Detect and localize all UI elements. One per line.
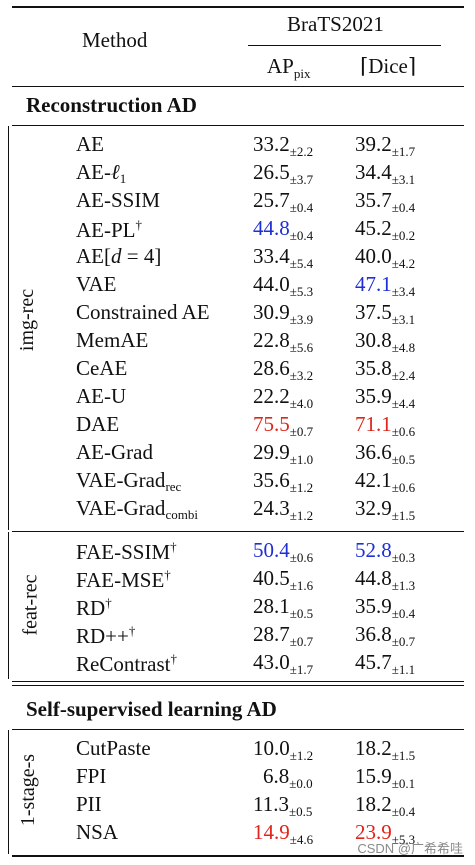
method-name: FPI [76,764,107,788]
method-name: VAE-Gradcombi [76,496,198,522]
ap-pix-value: 28.6±3.2 [253,356,314,383]
header-bottom-rule [12,86,464,87]
method-name: AE-PL† [76,217,142,242]
header-dataset-rule [248,45,441,46]
method-name: AE-Grad [76,440,153,464]
section-rule-reconstruction [12,125,464,126]
dice-value: 35.9±4.4 [355,384,416,411]
method-name: AE-U [76,384,127,408]
group-rule-feat-rec [12,531,464,532]
method-name: AE [76,132,104,156]
ap-pix-value: 44.8±0.4 [253,216,314,243]
ap-pix-value: 29.9±1.0 [253,440,314,467]
ap-pix-value: 43.0±1.7 [253,650,314,677]
ap-pix-value: 14.9±4.6 [253,820,314,847]
dice-value: 35.9±0.4 [355,594,416,621]
dice-value: 45.7±1.1 [355,650,416,677]
group-separator-feat-rec [8,532,9,679]
method-name: CeAE [76,356,128,380]
dice-value: 35.7±0.4 [355,188,416,215]
dice-value: 18.2±1.5 [355,736,416,763]
ap-pix-value: 22.8±5.6 [253,328,314,355]
method-name: FAE-MSE† [76,567,171,592]
dice-value: 35.8±2.4 [355,356,416,383]
header-method: Method [82,28,148,52]
method-name: PII [76,792,102,816]
dice-value: 30.8±4.8 [355,328,416,355]
dice-value: 71.1±0.6 [355,412,416,439]
dice-value: 45.2±0.2 [355,216,416,243]
ap-pix-value: 24.3±1.2 [253,496,314,523]
ap-pix-value: 75.5±0.7 [253,412,314,439]
section-rule-double-b [12,685,464,686]
dice-value: 32.9±1.5 [355,496,416,523]
method-name: DAE [76,412,120,436]
section-title-reconstruction: Reconstruction AD [26,93,197,117]
method-name: AE[d = 4] [76,244,162,268]
method-name: ReContrast† [76,651,177,676]
dice-value: 39.2±1.7 [355,132,416,159]
method-name: AE-SSIM [76,188,161,212]
method-name: MemAE [76,328,149,352]
method-name: RD† [76,595,112,620]
dice-value: 37.5±3.1 [355,300,416,327]
ap-pix-value: 33.4±5.4 [253,244,314,271]
watermark: CSDN @广希希哇 [357,841,463,856]
ap-pix-value: 26.5±3.7 [253,160,314,187]
ap-pix-value: 22.2±4.0 [253,384,314,411]
method-name: NSA [76,820,119,844]
section-rule-self-supervised [12,729,464,730]
bottom-rule [12,855,464,857]
dice-value: 36.6±0.5 [355,440,416,467]
group-label-img-rec: img-rec [16,288,39,352]
ap-pix-value: 28.7±0.7 [253,622,314,649]
ap-pix-value: 11.3±0.5 [253,792,313,819]
ap-pix-value: 30.9±3.9 [253,300,314,327]
header-dataset: BraTS2021 [287,12,384,36]
method-name: CutPaste [76,736,151,760]
ap-pix-value: 40.5±1.6 [253,566,314,593]
top-rule [12,6,464,8]
dice-value: 42.1±0.6 [355,468,416,495]
group-label-feat-rec: feat-rec [19,574,42,636]
dice-value: 52.8±0.3 [355,538,416,565]
ap-pix-value: 50.4±0.6 [253,538,314,565]
dice-value: 15.9±0.1 [355,764,416,791]
dice-value: 47.1±3.4 [355,272,416,299]
ap-pix-value: 10.0±1.2 [253,736,314,763]
dice-value: 36.8±0.7 [355,622,416,649]
ap-pix-value: 6.8±0.0 [263,764,313,791]
ap-pix-value: 33.2±2.2 [253,132,314,159]
method-name: AE-ℓ1 [76,160,127,186]
section-title-self-supervised: Self-supervised learning AD [26,697,277,721]
header-dice: ⌈Dice⌉ [360,54,417,78]
method-name: RD++† [76,623,136,648]
ap-pix-value: 44.0±5.3 [253,272,314,299]
method-name: VAE-Gradrec [76,468,182,494]
dice-value: 34.4±3.1 [355,160,416,187]
group-separator-img-rec [8,126,9,530]
ap-pix-value: 28.1±0.5 [253,594,314,621]
header-ap: APpix [267,54,311,81]
ap-pix-value: 35.6±1.2 [253,468,314,495]
ap-pix-value: 25.7±0.4 [253,188,314,215]
method-name: VAE [76,272,117,296]
section-rule-double-a [12,681,464,682]
method-name: FAE-SSIM† [76,539,177,564]
group-label-1-stage-s: 1-stage-s [17,753,40,827]
method-name: Constrained AE [76,300,210,324]
dice-value: 23.9±5.3 [355,820,416,847]
group-separator-1-stage-s [8,730,9,854]
dice-value: 18.2±0.4 [355,792,416,819]
dice-value: 40.0±4.2 [355,244,416,271]
dice-value: 44.8±1.3 [355,566,416,593]
